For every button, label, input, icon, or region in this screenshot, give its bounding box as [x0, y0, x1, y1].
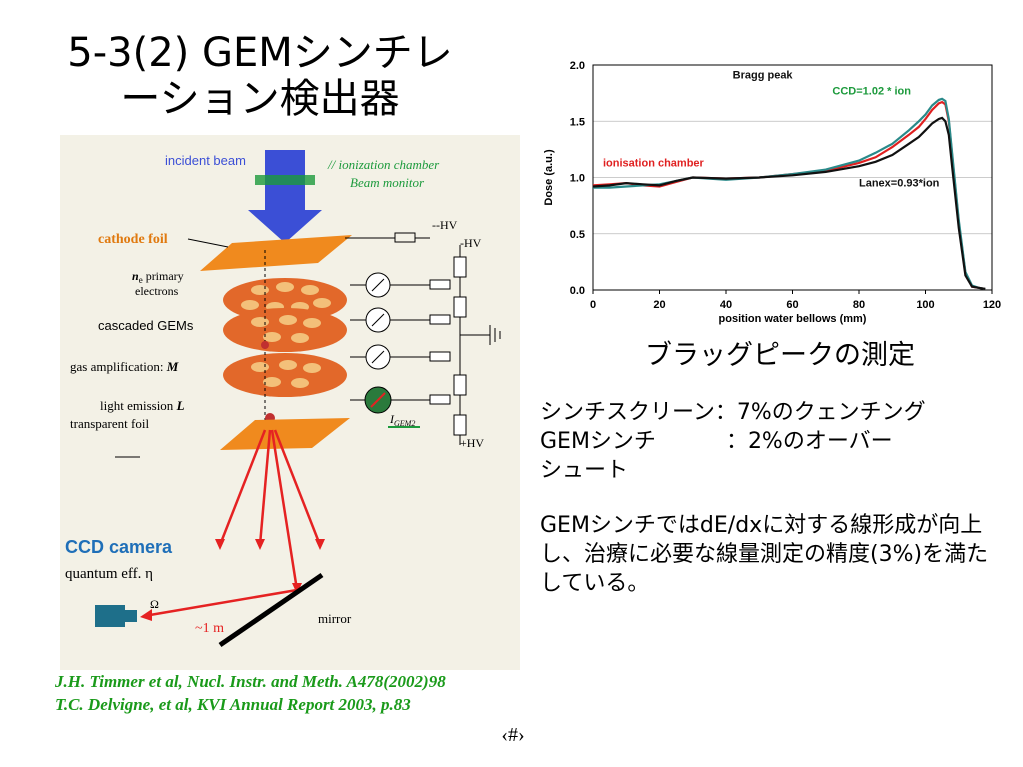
- dose-chart: 0.0 0.5 1.0 1.5 2.0 0 20 40 60 80 100 120 position w…: [530, 55, 1015, 335]
- title-line-1: 5-3(2) GEMシンチレ: [67, 30, 453, 76]
- primary-electrons-label: ne primary: [132, 269, 184, 285]
- minus-hv-label: -HV: [460, 236, 482, 250]
- x-tick-label: 40: [720, 299, 732, 311]
- bullet-line-1: シンチスクリーン：7%のクェンチング: [540, 400, 926, 425]
- mirror-label: mirror: [318, 611, 352, 626]
- quantum-eff-label: quantum eff. η: [65, 566, 153, 582]
- bullet-line-3: シュート: [540, 458, 629, 483]
- bullet-line-2a: GEMシンチ: [540, 429, 656, 454]
- ccd-camera-label: CCD camera: [65, 537, 173, 557]
- y-tick-label: 2.0: [570, 60, 585, 72]
- annotation-bragg-peak: Bragg peak: [733, 70, 794, 82]
- x-tick-label: 100: [916, 299, 934, 311]
- dose-chart-svg: 0.0 0.5 1.0 1.5 2.0 0 20 40 60 80 100 120 position w…: [543, 60, 1001, 325]
- annotation-ccd: CCD=1.02 * ion: [832, 85, 911, 97]
- gem-foil-3: [223, 353, 347, 397]
- series-line-lanex: [592, 116, 986, 290]
- x-tick-label: 120: [983, 299, 1001, 311]
- x-tick-label: 80: [853, 299, 865, 311]
- gem-foil-2: [223, 308, 347, 352]
- slide-title: 5-3(2) GEMシンチレ ーション検出器: [40, 30, 480, 122]
- handwritten-ionization: // ionization chamber: [327, 157, 440, 172]
- ccd-camera-body: [95, 605, 125, 627]
- one-meter-label: ~1 m: [195, 621, 224, 636]
- electrons-label: electrons: [135, 284, 179, 298]
- plot-frame: [592, 64, 993, 291]
- bullet-line-2b: ：2%のオーバー: [725, 429, 893, 454]
- cascaded-gems-label: cascaded GEMs: [98, 318, 194, 333]
- omega-label: Ω: [150, 597, 159, 611]
- schematic-svg: incident beam // ionization chamber Beam…: [65, 150, 501, 648]
- references: J.H. Timmer et al, Nucl. Instr. and Meth…: [55, 670, 615, 716]
- transparent-foil-label: transparent foil: [70, 416, 149, 431]
- y-tick-label: 0.5: [570, 229, 585, 241]
- title-line-2: ーション検出器: [120, 76, 400, 122]
- handwritten-monitor: Beam monitor: [350, 175, 425, 190]
- beam-monitor-strip: [255, 175, 315, 185]
- bullet-paragraph: GEMシンチではdE/dxに対する線形成が向上し、治療に必要な線量測定の精度(3…: [540, 513, 989, 596]
- page-number: ‹#›: [501, 724, 525, 746]
- reference-2: T.C. Delvigne, et al, KVI Annual Report …: [55, 695, 411, 714]
- x-tick-label: 20: [653, 299, 665, 311]
- detector-schematic: incident beam // ionization chamber Beam…: [60, 135, 520, 670]
- gas-amp-label: gas amplification: M: [70, 359, 179, 374]
- y-tick-label: 1.5: [570, 116, 585, 128]
- plus-hv-label: +HV: [460, 436, 484, 450]
- reference-1: J.H. Timmer et al, Nucl. Instr. and Meth…: [55, 672, 446, 691]
- x-axis-label: position water bellows (mm): [719, 313, 867, 325]
- annotation-lanex: Lanex=0.93*ion: [859, 178, 940, 190]
- incident-beam-arrow: [248, 150, 322, 243]
- transparent-foil: [220, 418, 350, 450]
- y-axis-label: Dose (a.u.): [543, 149, 555, 206]
- result-text: シンチスクリーン：7%のクェンチング GEMシンチ ：2%のオーバー シュート G…: [540, 398, 1010, 598]
- x-tick-label: 60: [786, 299, 798, 311]
- x-tick-label: 0: [590, 299, 596, 311]
- igem-label: IGEM2: [389, 412, 415, 428]
- series-line-ccd: [593, 97, 986, 290]
- minus-hv-top: --HV: [432, 218, 458, 232]
- y-tick-label: 0.0: [570, 285, 585, 297]
- incident-beam-label: incident beam: [165, 153, 246, 168]
- y-tick-label: 1.0: [570, 173, 585, 185]
- chart-caption: ブラッグピークの測定: [645, 340, 915, 371]
- mirror-line: [218, 572, 324, 648]
- bullet-line-2: GEMシンチ ：2%のオーバー: [540, 427, 1010, 456]
- cathode-foil: [200, 235, 352, 271]
- light-emission-label: light emission L: [100, 398, 185, 413]
- cathode-foil-label: cathode foil: [98, 232, 168, 247]
- annotation-ionisation: ionisation chamber: [603, 157, 705, 169]
